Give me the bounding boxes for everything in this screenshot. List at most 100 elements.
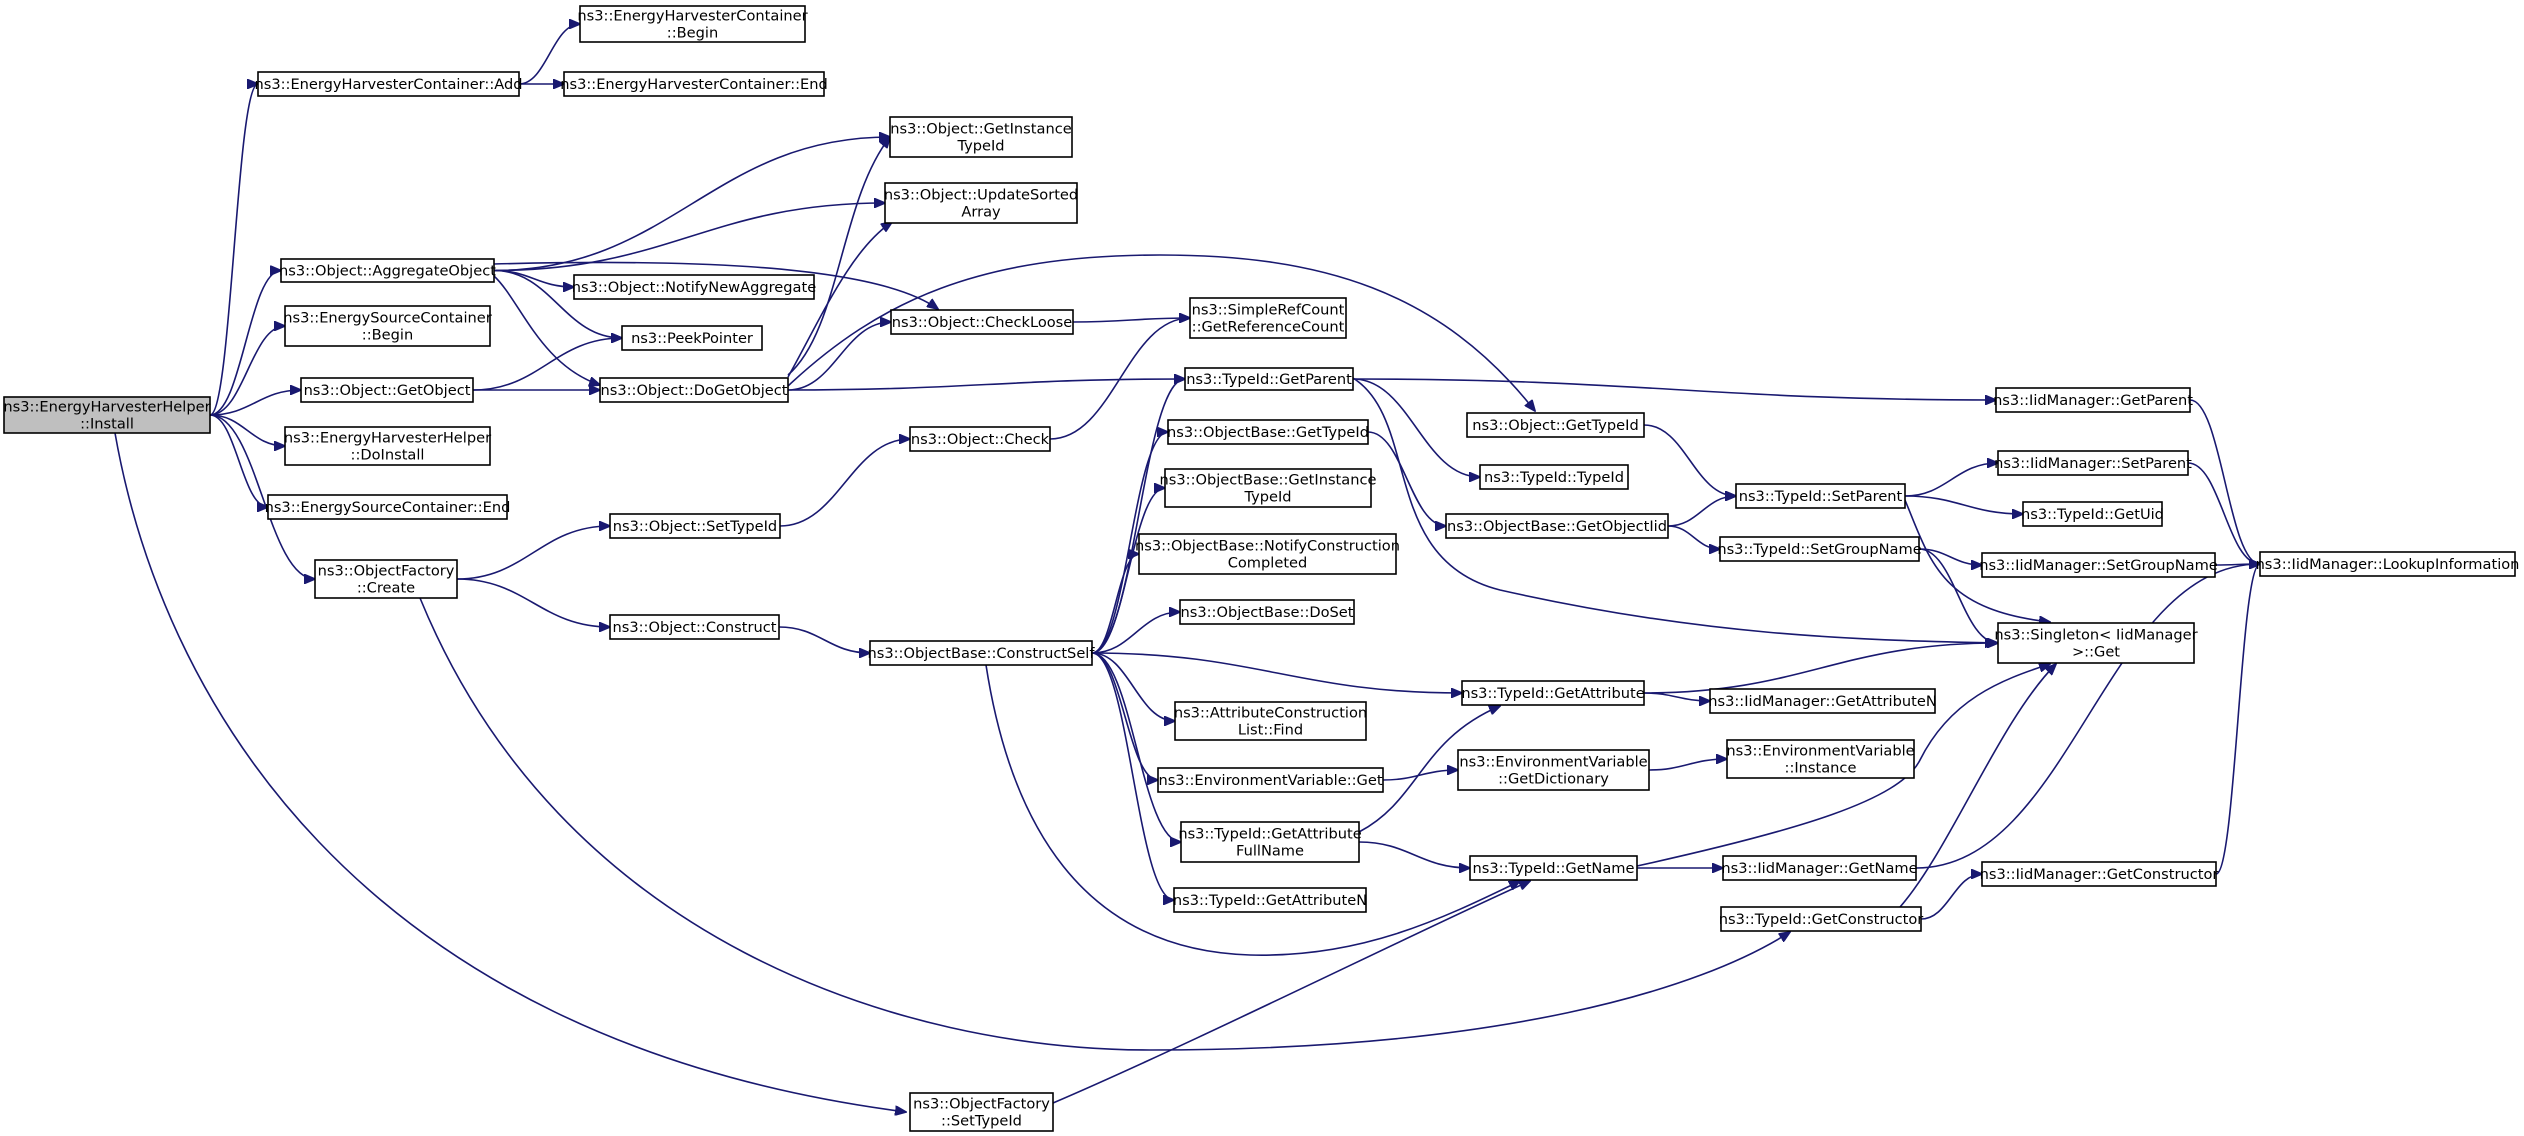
function-node[interactable]: ns3::SimpleRefCount::GetReferenceCount [1189,297,1347,339]
call-edge [1904,463,1998,497]
node-box [1164,468,1372,508]
call-edge-path [1091,432,1168,654]
call-edge-path [1358,706,1500,833]
function-node[interactable]: ns3::IidManager::GetName [1721,855,1918,881]
function-node[interactable]: ns3::TypeId::SetGroupName [1717,536,1922,562]
function-node[interactable]: ns3::EnergyHarvesterContainer::End [560,71,828,97]
node-label: ::Instance [1785,760,1857,777]
function-node[interactable]: ns3::ObjectBase::ConstructSelf [868,640,1096,666]
node-box [1466,412,1645,438]
node-box [599,377,789,403]
function-node[interactable]: ns3::TypeId::SetParent [1735,483,1906,509]
node-box [1457,749,1650,791]
node-label: ns3::IidManager::GetAttributeN [1708,693,1937,710]
call-edge-path [1899,664,2056,908]
function-node[interactable]: ns3::IidManager::GetAttributeN [1708,688,1937,714]
function-node[interactable]: ns3::ObjectBase::GetTypeId [1167,419,1369,445]
call-edge [1352,377,1996,643]
node-label: ::DoInstall [351,447,425,464]
call-edge-path [209,414,268,507]
node-label: ns3::Object::Construct [612,619,776,636]
function-node[interactable]: ns3::EnvironmentVariable::Instance [1726,739,1915,779]
edge-layer [114,24,2260,1112]
call-edge-path [1091,554,1139,654]
function-node[interactable]: ns3::IidManager::SetGroupName [1979,552,2218,578]
function-node[interactable]: ns3::EnergySourceContainer::End [265,494,511,520]
call-edge [2215,564,2260,875]
function-node[interactable]: ns3::IidManager::LookupInformation [2256,551,2520,577]
function-node[interactable]: ns3::IidManager::GetConstructor [1980,861,2219,887]
call-edge [472,338,622,391]
function-node[interactable]: ns3::Object::DoGetObject [599,377,789,403]
call-edge [1667,525,1720,549]
function-node[interactable]: ns3::TypeId::GetConstructor [1719,906,1924,932]
function-node[interactable]: ns3::TypeId::GetAttribute [1461,680,1645,706]
node-box [1735,483,1906,509]
function-node[interactable]: ns3::TypeId::GetParent [1184,367,1354,391]
root-function-node[interactable]: ns3::EnergyHarvesterHelper::Install [3,396,211,434]
function-node[interactable]: ns3::EnvironmentVariable::Get [1157,767,1384,793]
function-node[interactable]: ns3::TypeId::GetUid [2021,501,2164,527]
function-node[interactable]: ns3::ObjectBase::NotifyConstructionCompl… [1135,533,1400,575]
call-edge-path [1072,318,1190,322]
node-box [257,71,520,97]
function-node[interactable]: ns3::ObjectBase::GetObjectIid [1445,513,1669,539]
node-box [609,614,780,640]
function-node[interactable]: ns3::ObjectFactory::Create [314,559,458,599]
function-node[interactable]: ns3::TypeId::GetName [1469,855,1638,881]
function-node[interactable]: ns3::Object::CheckLoose [890,309,1074,335]
node-label: ns3::ObjectBase::ConstructSelf [868,645,1096,662]
function-node[interactable]: ns3::EnergyHarvesterHelper::DoInstall [284,426,491,466]
node-label: ns3::EnergyHarvesterContainer::Add [254,76,522,93]
call-edge-path [1358,841,1470,868]
function-node[interactable]: ns3::IidManager::GetParent [1993,387,2193,413]
node-box [579,5,806,43]
function-node[interactable]: ns3::Object::SetTypeId [609,513,781,539]
call-edge [779,439,910,527]
function-node[interactable]: ns3::IidManager::SetParent [1994,450,2192,476]
node-label: ns3::ObjectBase::DoSet [1180,604,1353,621]
function-node[interactable]: ns3::Object::AggregateObject [279,258,496,283]
function-node[interactable]: ns3::PeekPointer [621,325,763,351]
call-edge-path [779,439,910,527]
call-edge-path [1636,664,2050,867]
call-edge [1352,378,1996,400]
function-node[interactable]: ns3::TypeId::GetAttributeN [1173,887,1367,913]
node-box [869,640,1093,666]
node-label: ns3::IidManager::GetConstructor [1980,866,2219,883]
function-node[interactable]: ns3::Object::Check [909,426,1051,452]
function-node[interactable]: ns3::EnergySourceContainer::Begin [283,305,492,347]
node-label: ::Begin [667,25,718,42]
node-box [280,258,495,283]
node-label: ns3::ObjectFactory [318,563,455,580]
call-edge [778,626,870,653]
call-edge-path [787,379,1185,391]
node-box [909,1092,1054,1132]
function-node[interactable]: ns3::Object::NotifyNewAggregate [572,274,816,300]
function-node[interactable]: ns3::Object::Construct [609,614,780,640]
call-edge [209,84,258,416]
function-node[interactable]: ns3::Singleton< IidManager>::Get [1994,622,2198,664]
node-box [1167,419,1369,445]
function-node[interactable]: ns3::EnergyHarvesterContainer::Add [254,71,523,97]
function-node[interactable]: ns3::EnergyHarvesterContainer::Begin [577,5,808,43]
node-label: ns3::TypeId::GetAttribute [1178,826,1361,843]
function-node[interactable]: ns3::Object::GetObject [300,377,474,403]
call-edge-path [2215,564,2260,875]
node-label: Array [961,204,1001,221]
function-node[interactable]: ns3::TypeId::TypeId [1479,464,1629,490]
function-node[interactable]: ns3::Object::GetTypeId [1466,412,1645,438]
call-edge [493,137,890,272]
call-edge-path [1643,692,1710,701]
node-label: ns3::AttributeConstruction [1174,705,1367,722]
node-box [1189,297,1347,339]
function-node[interactable]: ns3::ObjectFactory::SetTypeId [909,1092,1054,1132]
node-label: ns3::EnergyHarvesterHelper [3,399,210,416]
function-node[interactable]: ns3::ObjectBase::DoSet [1179,599,1355,625]
function-node[interactable]: ns3::EnvironmentVariable::GetDictionary [1457,749,1650,791]
